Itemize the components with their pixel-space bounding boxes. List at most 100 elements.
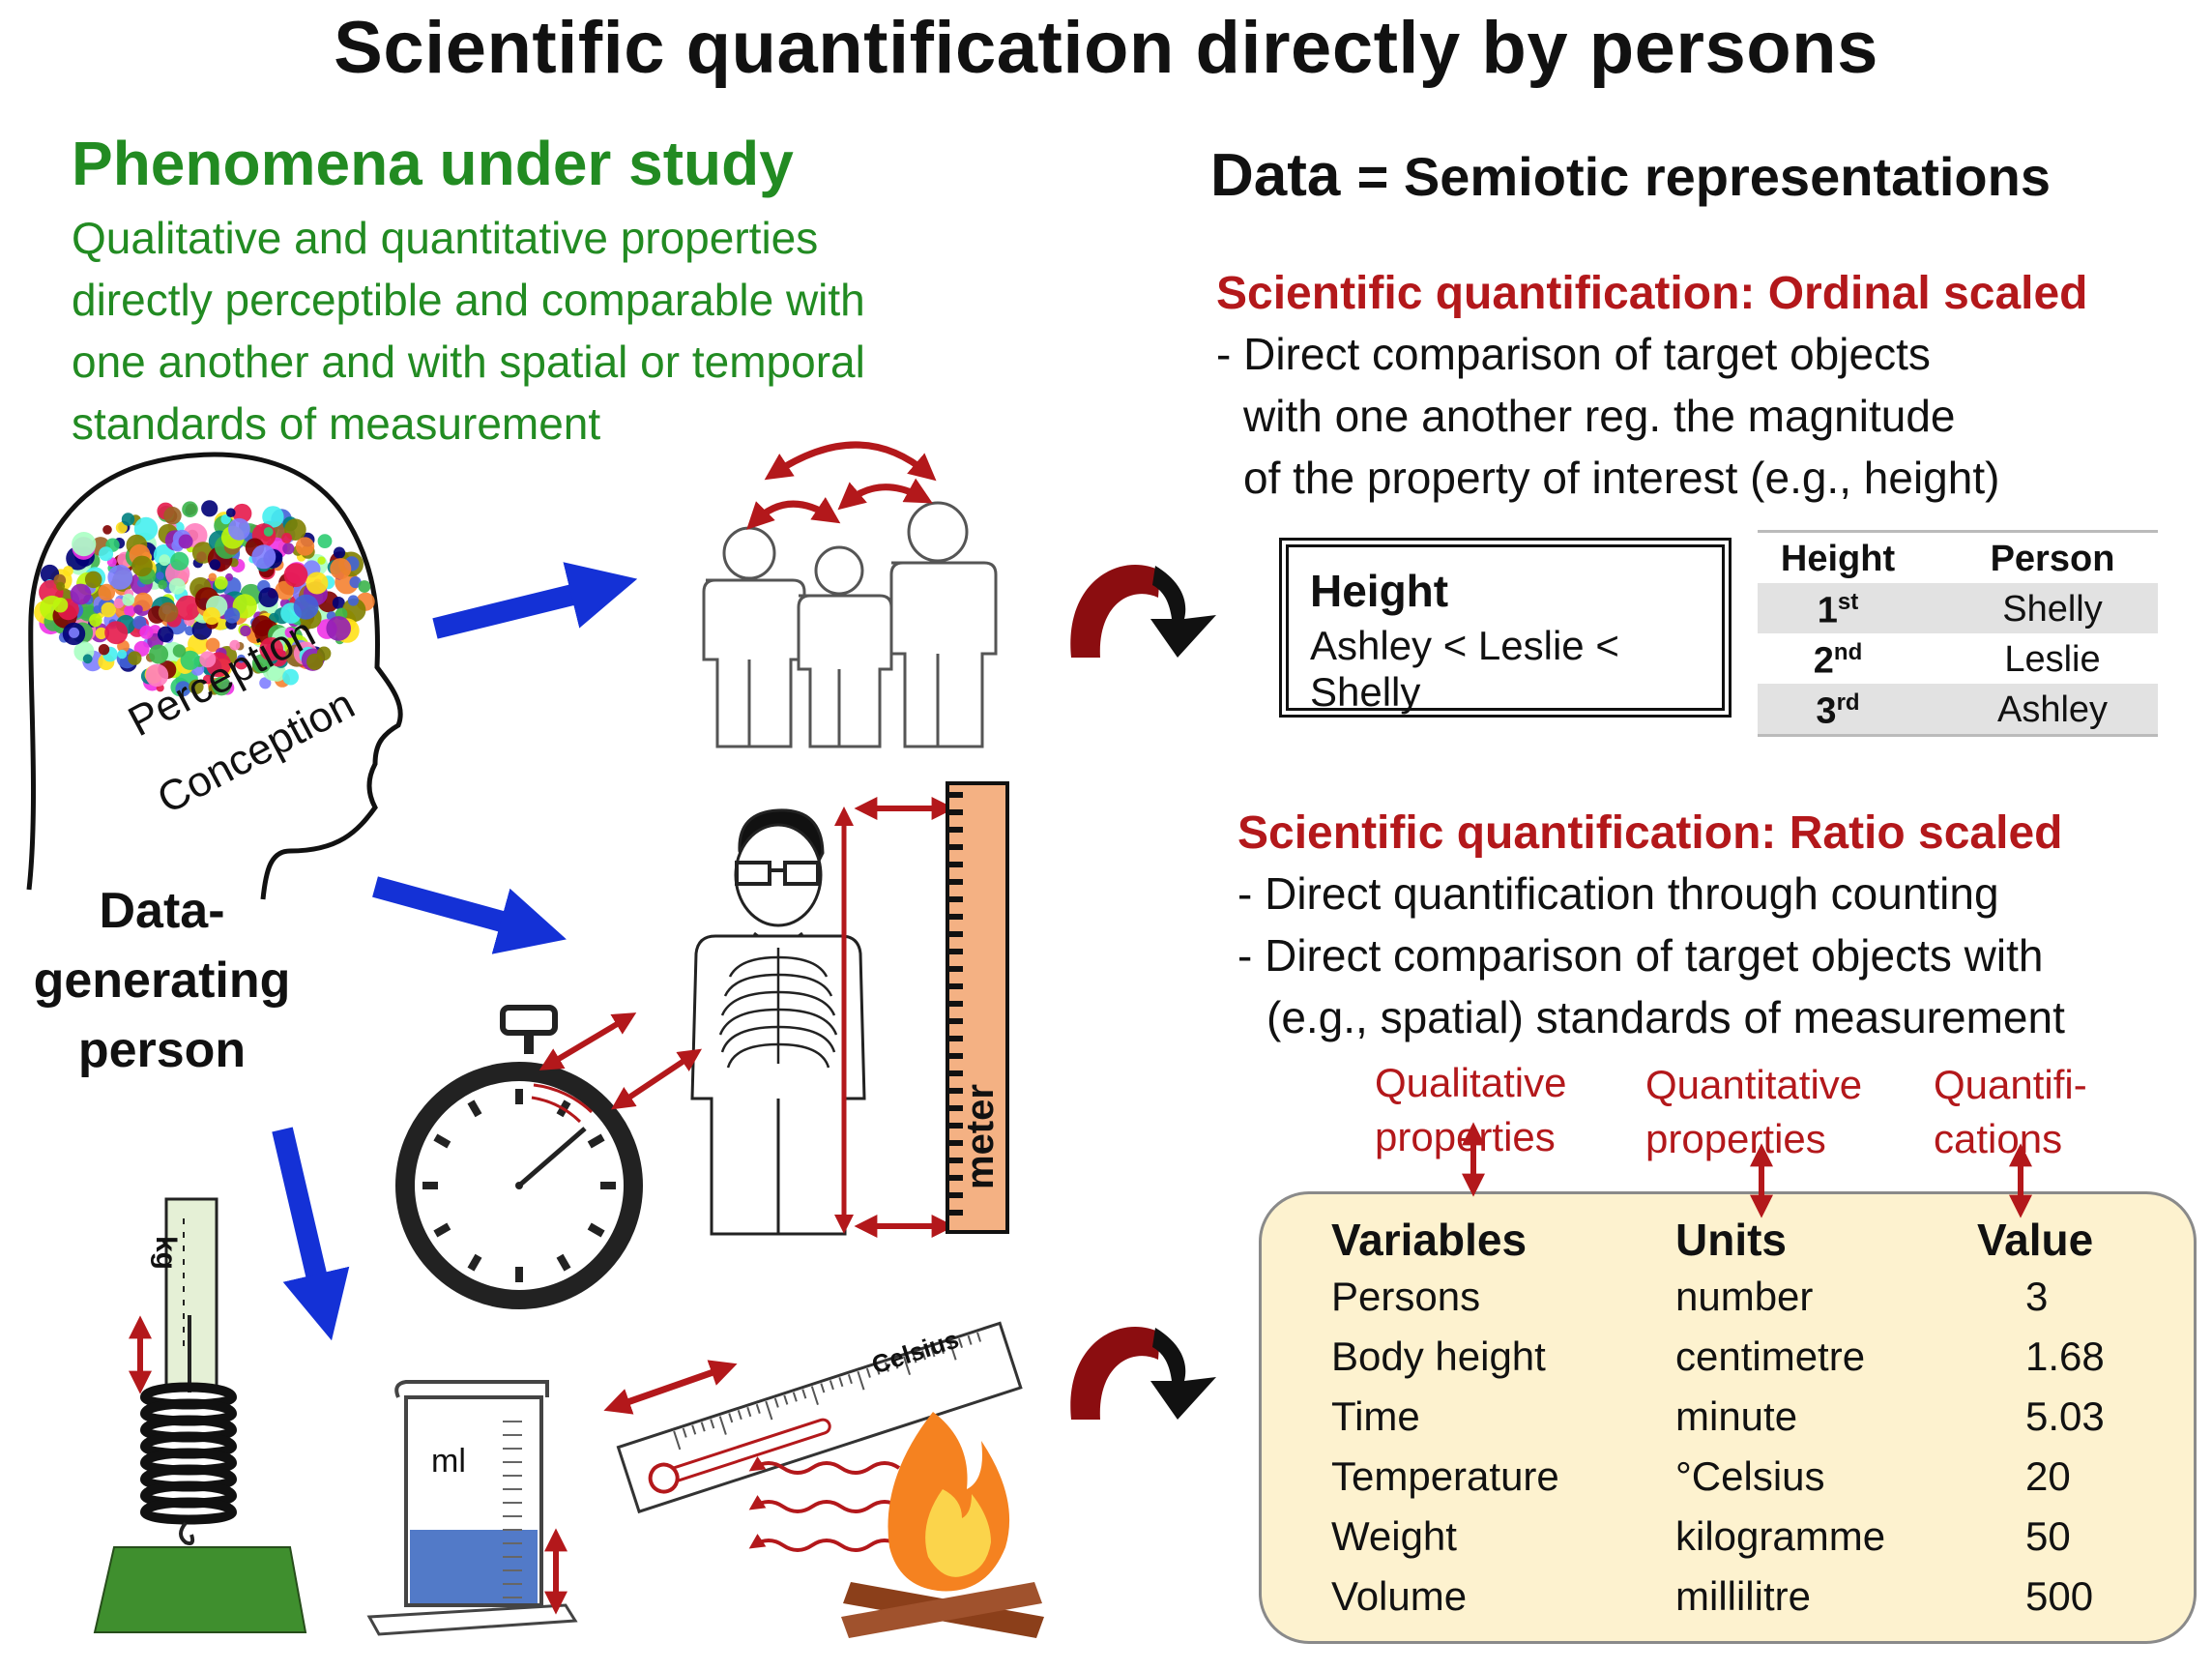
variable-cell: Persons xyxy=(1331,1274,1481,1319)
head-silhouette-icon xyxy=(26,452,403,900)
label-line: Quantitative xyxy=(1645,1062,1863,1107)
person-line: Data- xyxy=(99,883,225,939)
campfire-icon xyxy=(841,1412,1044,1638)
unit-cell: millilitre xyxy=(1675,1573,1811,1619)
semiotic-representations: = Semiotic representations xyxy=(1356,146,2051,207)
data-word: Data xyxy=(1210,142,1341,209)
phenomena-line: one another and with spatial or temporal xyxy=(72,337,865,387)
value-cell: 1.68 xyxy=(2025,1334,2105,1379)
label-line: properties xyxy=(1645,1116,1826,1161)
arrow-to-person-ruler xyxy=(372,876,567,954)
transfer-arrow-ratio-icon xyxy=(1070,1327,1216,1420)
thermometer-arrow xyxy=(603,1360,738,1415)
rank-suffix: nd xyxy=(1833,639,1863,665)
label-line: Qualitative xyxy=(1375,1060,1567,1105)
heat-waves-icon xyxy=(748,1456,901,1552)
phenomena-heading: Phenomena under study xyxy=(72,129,794,198)
value-cell: 50 xyxy=(2025,1513,2071,1559)
quantifications-label: Quantifi- cations xyxy=(1934,1058,2087,1166)
table-row: 1st Shelly xyxy=(1758,583,2158,633)
label-line: properties xyxy=(1375,1114,1556,1159)
stopwatch-arrow-1 xyxy=(538,1012,637,1070)
blue-arrows xyxy=(272,562,638,1341)
unit-cell: number xyxy=(1675,1274,1814,1319)
page-title: Scientific quantification directly by pe… xyxy=(334,7,1878,89)
transfer-arrow-ordinal-icon xyxy=(1070,565,1216,658)
ranking-header-height: Height xyxy=(1780,539,1896,579)
rank-number: 2 xyxy=(1813,640,1834,682)
rank-suffix: st xyxy=(1837,589,1859,615)
variable-cell: Time xyxy=(1331,1393,1420,1439)
label-line: cations xyxy=(1934,1116,2063,1161)
phenomena-line: standards of measurement xyxy=(72,398,601,449)
rank-cell: 3rd xyxy=(1758,689,1918,733)
person-with-glasses-icon xyxy=(690,808,866,1236)
beaker-icon xyxy=(366,1380,578,1636)
ranking-header-row: Height Person xyxy=(1758,530,2158,583)
ratio-line: - Direct quantification through counting xyxy=(1237,868,1999,919)
arrow-to-instruments xyxy=(272,1127,350,1341)
variable-cell: Temperature xyxy=(1331,1453,1559,1499)
data-heading: Data = Semiotic representations xyxy=(1210,141,2051,210)
rank-suffix: rd xyxy=(1836,689,1860,716)
arrow-to-people xyxy=(432,562,638,639)
height-box-title: Height xyxy=(1310,566,1449,616)
comparison-arrows xyxy=(746,441,937,530)
meter-ruler-icon xyxy=(946,781,1009,1234)
header-variables: Variables xyxy=(1331,1215,1528,1265)
ratio-heading: Scientific quantification: Ratio scaled xyxy=(1237,807,2063,859)
phenomena-line: Qualitative and quantitative properties xyxy=(72,213,819,263)
quantitative-properties-label: Quantitative properties xyxy=(1645,1058,1862,1166)
qualitative-properties-label: Qualitative properties xyxy=(1375,1056,1566,1164)
variable-cell: Body height xyxy=(1331,1334,1546,1379)
rank-number: 1 xyxy=(1817,590,1838,631)
unit-cell: minute xyxy=(1675,1393,1798,1439)
stopwatch-icon xyxy=(395,1005,643,1309)
rank-cell: 2nd xyxy=(1758,639,1918,683)
ranking-table: Height Person 1st Shelly 2nd Leslie 3rd … xyxy=(1758,530,2158,737)
unit-cell: °Celsius xyxy=(1675,1453,1825,1499)
rank-cell: 1st xyxy=(1758,589,1918,632)
spring-scale-icon xyxy=(93,1197,307,1633)
rank-number: 3 xyxy=(1816,690,1837,732)
ratio-line: - Direct comparison of target objects wi… xyxy=(1237,930,2044,981)
value-cell: 500 xyxy=(2025,1573,2094,1619)
ordinal-heading: Scientific quantification: Ordinal scale… xyxy=(1216,268,2088,319)
ratio-line: (e.g., spatial) standards of measurement xyxy=(1266,992,2065,1042)
phenomena-description: Qualitative and quantitative properties … xyxy=(72,207,1000,454)
label-line: Quantifi- xyxy=(1934,1062,2087,1107)
rank-person: Leslie xyxy=(2004,639,2101,680)
ordinal-line: of the property of interest (e.g., heigh… xyxy=(1243,453,2000,503)
height-order-box: Height Ashley < Leslie < Shelly xyxy=(1286,544,1725,715)
person-line: person xyxy=(77,1022,247,1078)
person-line: generating xyxy=(33,953,291,1009)
ranking-header-person: Person xyxy=(1990,539,2115,579)
unit-cell: centimetre xyxy=(1675,1334,1866,1379)
value-cell: 20 xyxy=(2025,1453,2071,1499)
unit-cell: kilogramme xyxy=(1675,1513,1886,1559)
ordinal-line: with one another reg. the magnitude xyxy=(1243,391,1956,441)
header-value: Value xyxy=(1977,1215,2094,1265)
brain-dots-icon xyxy=(34,500,375,697)
meter-label: meter xyxy=(959,1084,1002,1189)
height-box-value: Ashley < Leslie < Shelly xyxy=(1310,623,1619,715)
variable-cell: Weight xyxy=(1331,1513,1457,1559)
phenomena-line: directly perceptible and comparable with xyxy=(72,275,865,325)
stopwatch-arrow-2 xyxy=(611,1048,702,1110)
ribcage-icon xyxy=(718,948,838,1069)
ml-label: ml xyxy=(431,1443,466,1480)
value-cell: 3 xyxy=(2025,1274,2049,1319)
kg-label: kg xyxy=(150,1236,182,1271)
header-units: Units xyxy=(1675,1215,1787,1265)
data-generating-person-label: Data- generating person xyxy=(0,876,324,1085)
table-row: 3rd Ashley xyxy=(1758,684,2158,737)
rank-person: Shelly xyxy=(2002,589,2103,630)
three-persons-icon xyxy=(702,501,998,748)
table-row: 2nd Leslie xyxy=(1758,633,2158,684)
thermometer-icon xyxy=(616,1321,1023,1514)
variable-cell: Volume xyxy=(1331,1573,1468,1619)
ordinal-line: - Direct comparison of target objects xyxy=(1216,329,1931,379)
value-cell: 5.03 xyxy=(2025,1393,2105,1439)
